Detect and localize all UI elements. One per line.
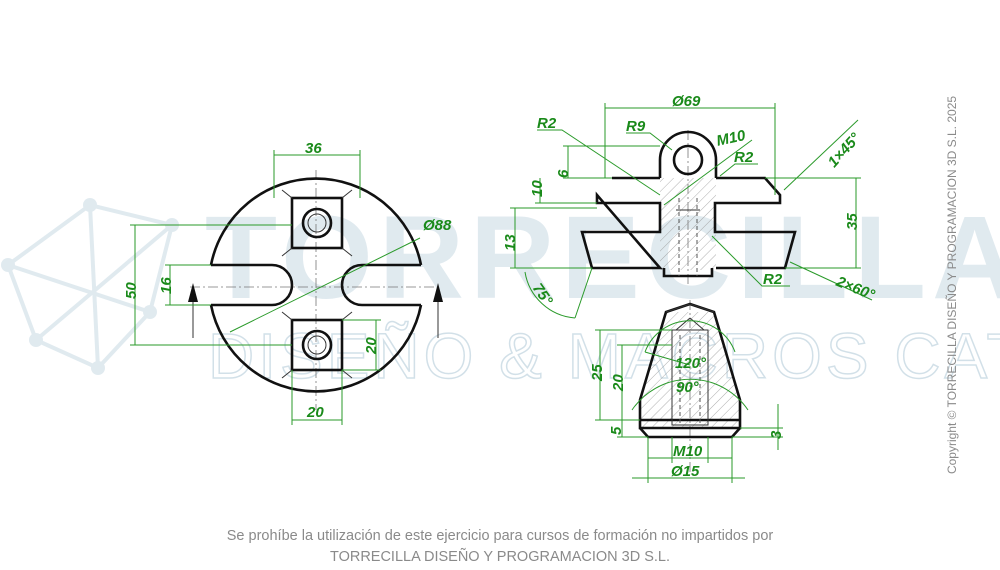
top-view-dimensions: 36 Ø88 50 16 20 20 [123, 140, 452, 425]
section-view [638, 300, 742, 472]
dim-r2-left: R2 [537, 115, 557, 132]
dim-dia-88: Ø88 [423, 217, 452, 234]
dim-r2-bottom: R2 [763, 271, 783, 288]
dim-dia-15: Ø15 [671, 463, 700, 480]
dim-angle-120: 120° [675, 355, 707, 372]
copyright-text: Copyright © TORRECILLA DISEÑO Y PROGRAMA… [945, 95, 959, 475]
dim-6: 6 [555, 169, 572, 178]
dim-16: 16 [158, 277, 175, 294]
watermark-logo-icon [1, 198, 179, 375]
dim-m10-section: M10 [673, 443, 703, 460]
dim-20-horizontal: 20 [306, 404, 324, 421]
dim-dia-69: Ø69 [672, 93, 701, 110]
footer-line-1: Se prohíbe la utilización de este ejerci… [226, 528, 774, 544]
footer-line-2: TORRECILLA DISEÑO Y PROGRAMACION 3D S.L. [329, 549, 671, 565]
dim-10: 10 [529, 180, 546, 197]
front-view [580, 130, 797, 285]
dim-chamfer-1x45: 1×45° [825, 129, 865, 171]
dim-20-section: 20 [610, 374, 627, 392]
dim-angle-90: 90° [676, 379, 700, 396]
dim-13: 13 [502, 234, 519, 251]
dim-r2-mid: R2 [734, 149, 754, 166]
dim-20-vertical: 20 [363, 337, 380, 355]
footer: Se prohíbe la utilización de este ejerci… [0, 526, 1000, 568]
section-view-dimensions: 120° 90° 25 20 5 3 M10 Ø15 [589, 320, 785, 483]
dim-3: 3 [768, 430, 785, 439]
watermark-tagline: DISEÑO & MACROS CATIA [208, 320, 1000, 392]
top-view [188, 170, 443, 410]
dim-m10: M10 [715, 127, 748, 150]
dim-25: 25 [589, 364, 606, 382]
dim-r9: R9 [626, 118, 646, 135]
dim-36: 36 [305, 140, 322, 157]
dim-5: 5 [608, 426, 625, 435]
dim-50: 50 [123, 282, 140, 299]
dim-35: 35 [844, 213, 861, 230]
watermark-brand: TORRECILLA [205, 192, 1000, 324]
